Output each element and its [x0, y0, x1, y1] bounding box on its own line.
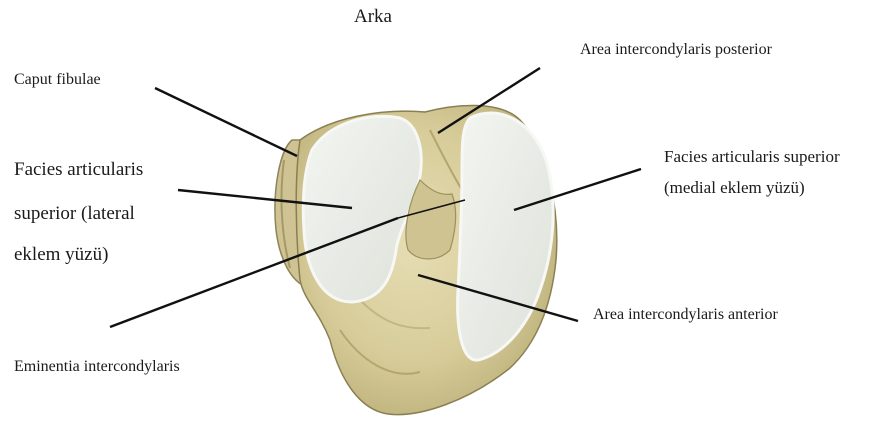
facies-lateral-label-line2: superior (lateral [14, 197, 135, 230]
title-label: Arka [354, 0, 392, 33]
facies-medial-label-line1: Facies articularis superior [664, 143, 840, 170]
facies-lateral-label-line1: Facies articularis [14, 153, 143, 186]
leader-caput-fibulae [155, 88, 297, 156]
caput-fibulae-label: Caput fibulae [14, 70, 101, 90]
facies-medial-label-line2: (medial eklem yüzü) [664, 174, 805, 201]
area-posterior-label: Area intercondylaris posterior [580, 40, 772, 60]
area-anterior-label: Area intercondylaris anterior [593, 305, 778, 325]
facies-lateral-label-line3: eklem yüzü) [14, 238, 108, 271]
eminentia-label: Eminentia intercondylaris [14, 357, 180, 377]
